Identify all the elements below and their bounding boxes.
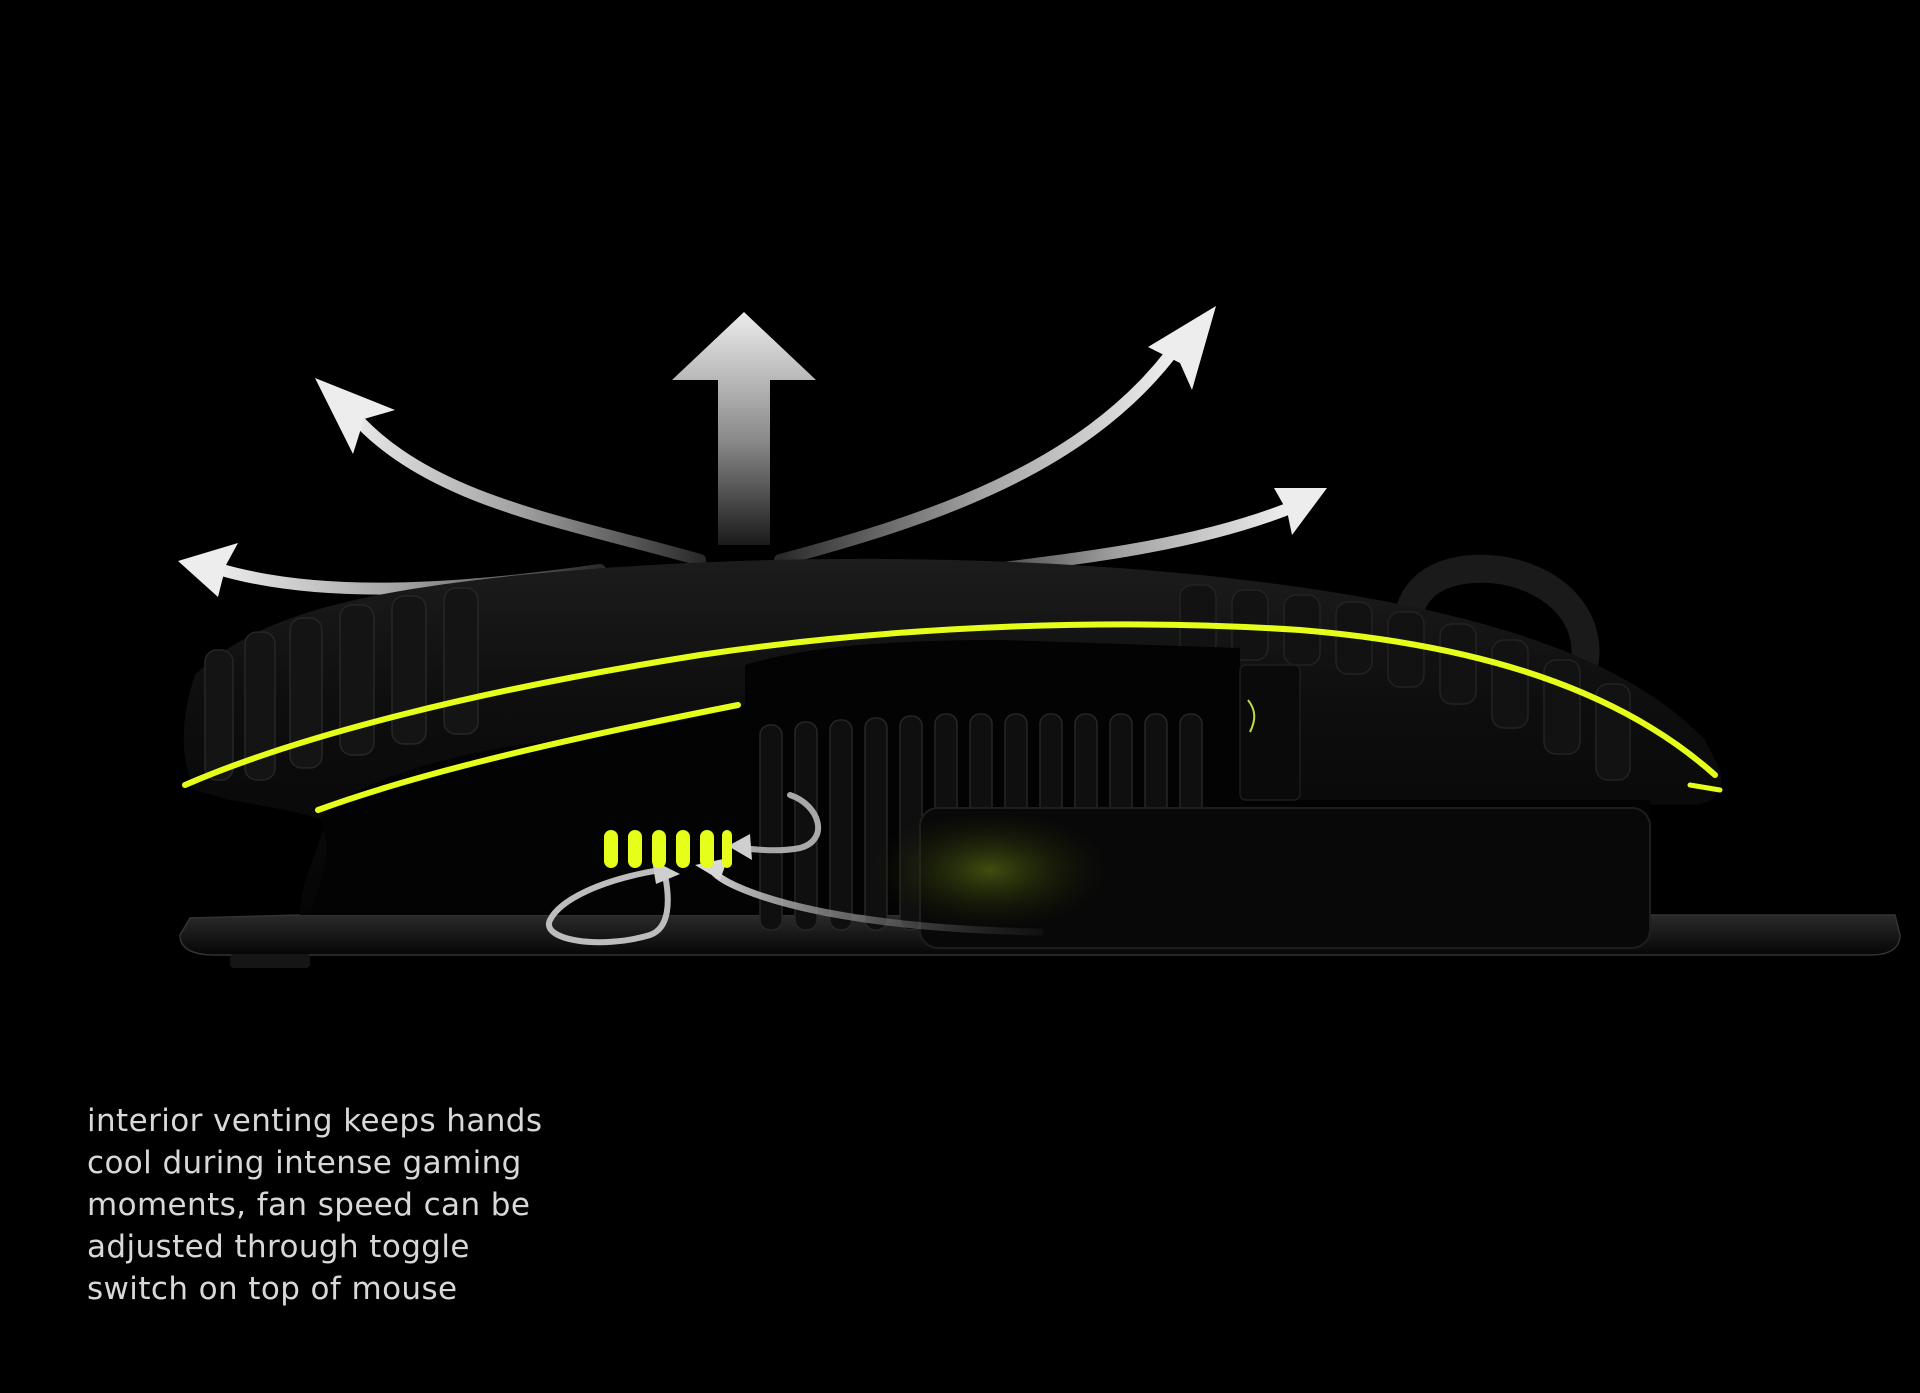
electronics-glow xyxy=(870,810,1110,930)
curve-arrow-left-upper xyxy=(339,399,706,566)
caption-line: moments, fan speed can be xyxy=(87,1187,531,1223)
accent-lines xyxy=(182,621,1723,813)
loop-arrow xyxy=(545,867,671,946)
intake-arrow-top xyxy=(737,792,822,854)
up-arrow xyxy=(672,312,816,545)
vent-slot xyxy=(722,830,732,868)
side-panel xyxy=(1239,664,1301,801)
vent-slot xyxy=(604,830,618,868)
cable-loop xyxy=(1396,554,1600,674)
accent-line-right-edge xyxy=(1687,782,1723,793)
feature-caption: interior venting keeps hands cool during… xyxy=(87,1100,607,1310)
curve-arrow-left-lower-head xyxy=(178,543,238,597)
vent-slot xyxy=(700,830,714,868)
exhaust-arrows xyxy=(178,306,1327,597)
caption-line: interior venting keeps hands xyxy=(87,1103,543,1139)
grip-ridges-right xyxy=(1179,584,1631,781)
caption-line: cool during intense gaming xyxy=(87,1145,522,1181)
base-foot xyxy=(230,954,310,968)
intake-arrow-top-head xyxy=(728,834,752,860)
grip-ridges-left xyxy=(204,587,479,781)
side-panel-glint xyxy=(1247,699,1256,733)
vent-slots xyxy=(604,830,732,868)
curve-arrow-left-upper-head xyxy=(315,378,395,454)
curve-arrow-right-upper xyxy=(774,349,1176,566)
vent-slot xyxy=(652,830,666,868)
accent-line-upper xyxy=(182,621,1718,788)
curve-arrow-right-upper-head xyxy=(1148,306,1216,390)
mouse-body xyxy=(179,554,1901,968)
curve-arrow-right-lower-head xyxy=(1274,488,1327,535)
caption-line: adjusted through toggle xyxy=(87,1229,470,1265)
vent-slot xyxy=(676,830,690,868)
vent-slot xyxy=(628,830,642,868)
caption-line: switch on top of mouse xyxy=(87,1271,458,1307)
accent-line-lower xyxy=(315,702,741,813)
